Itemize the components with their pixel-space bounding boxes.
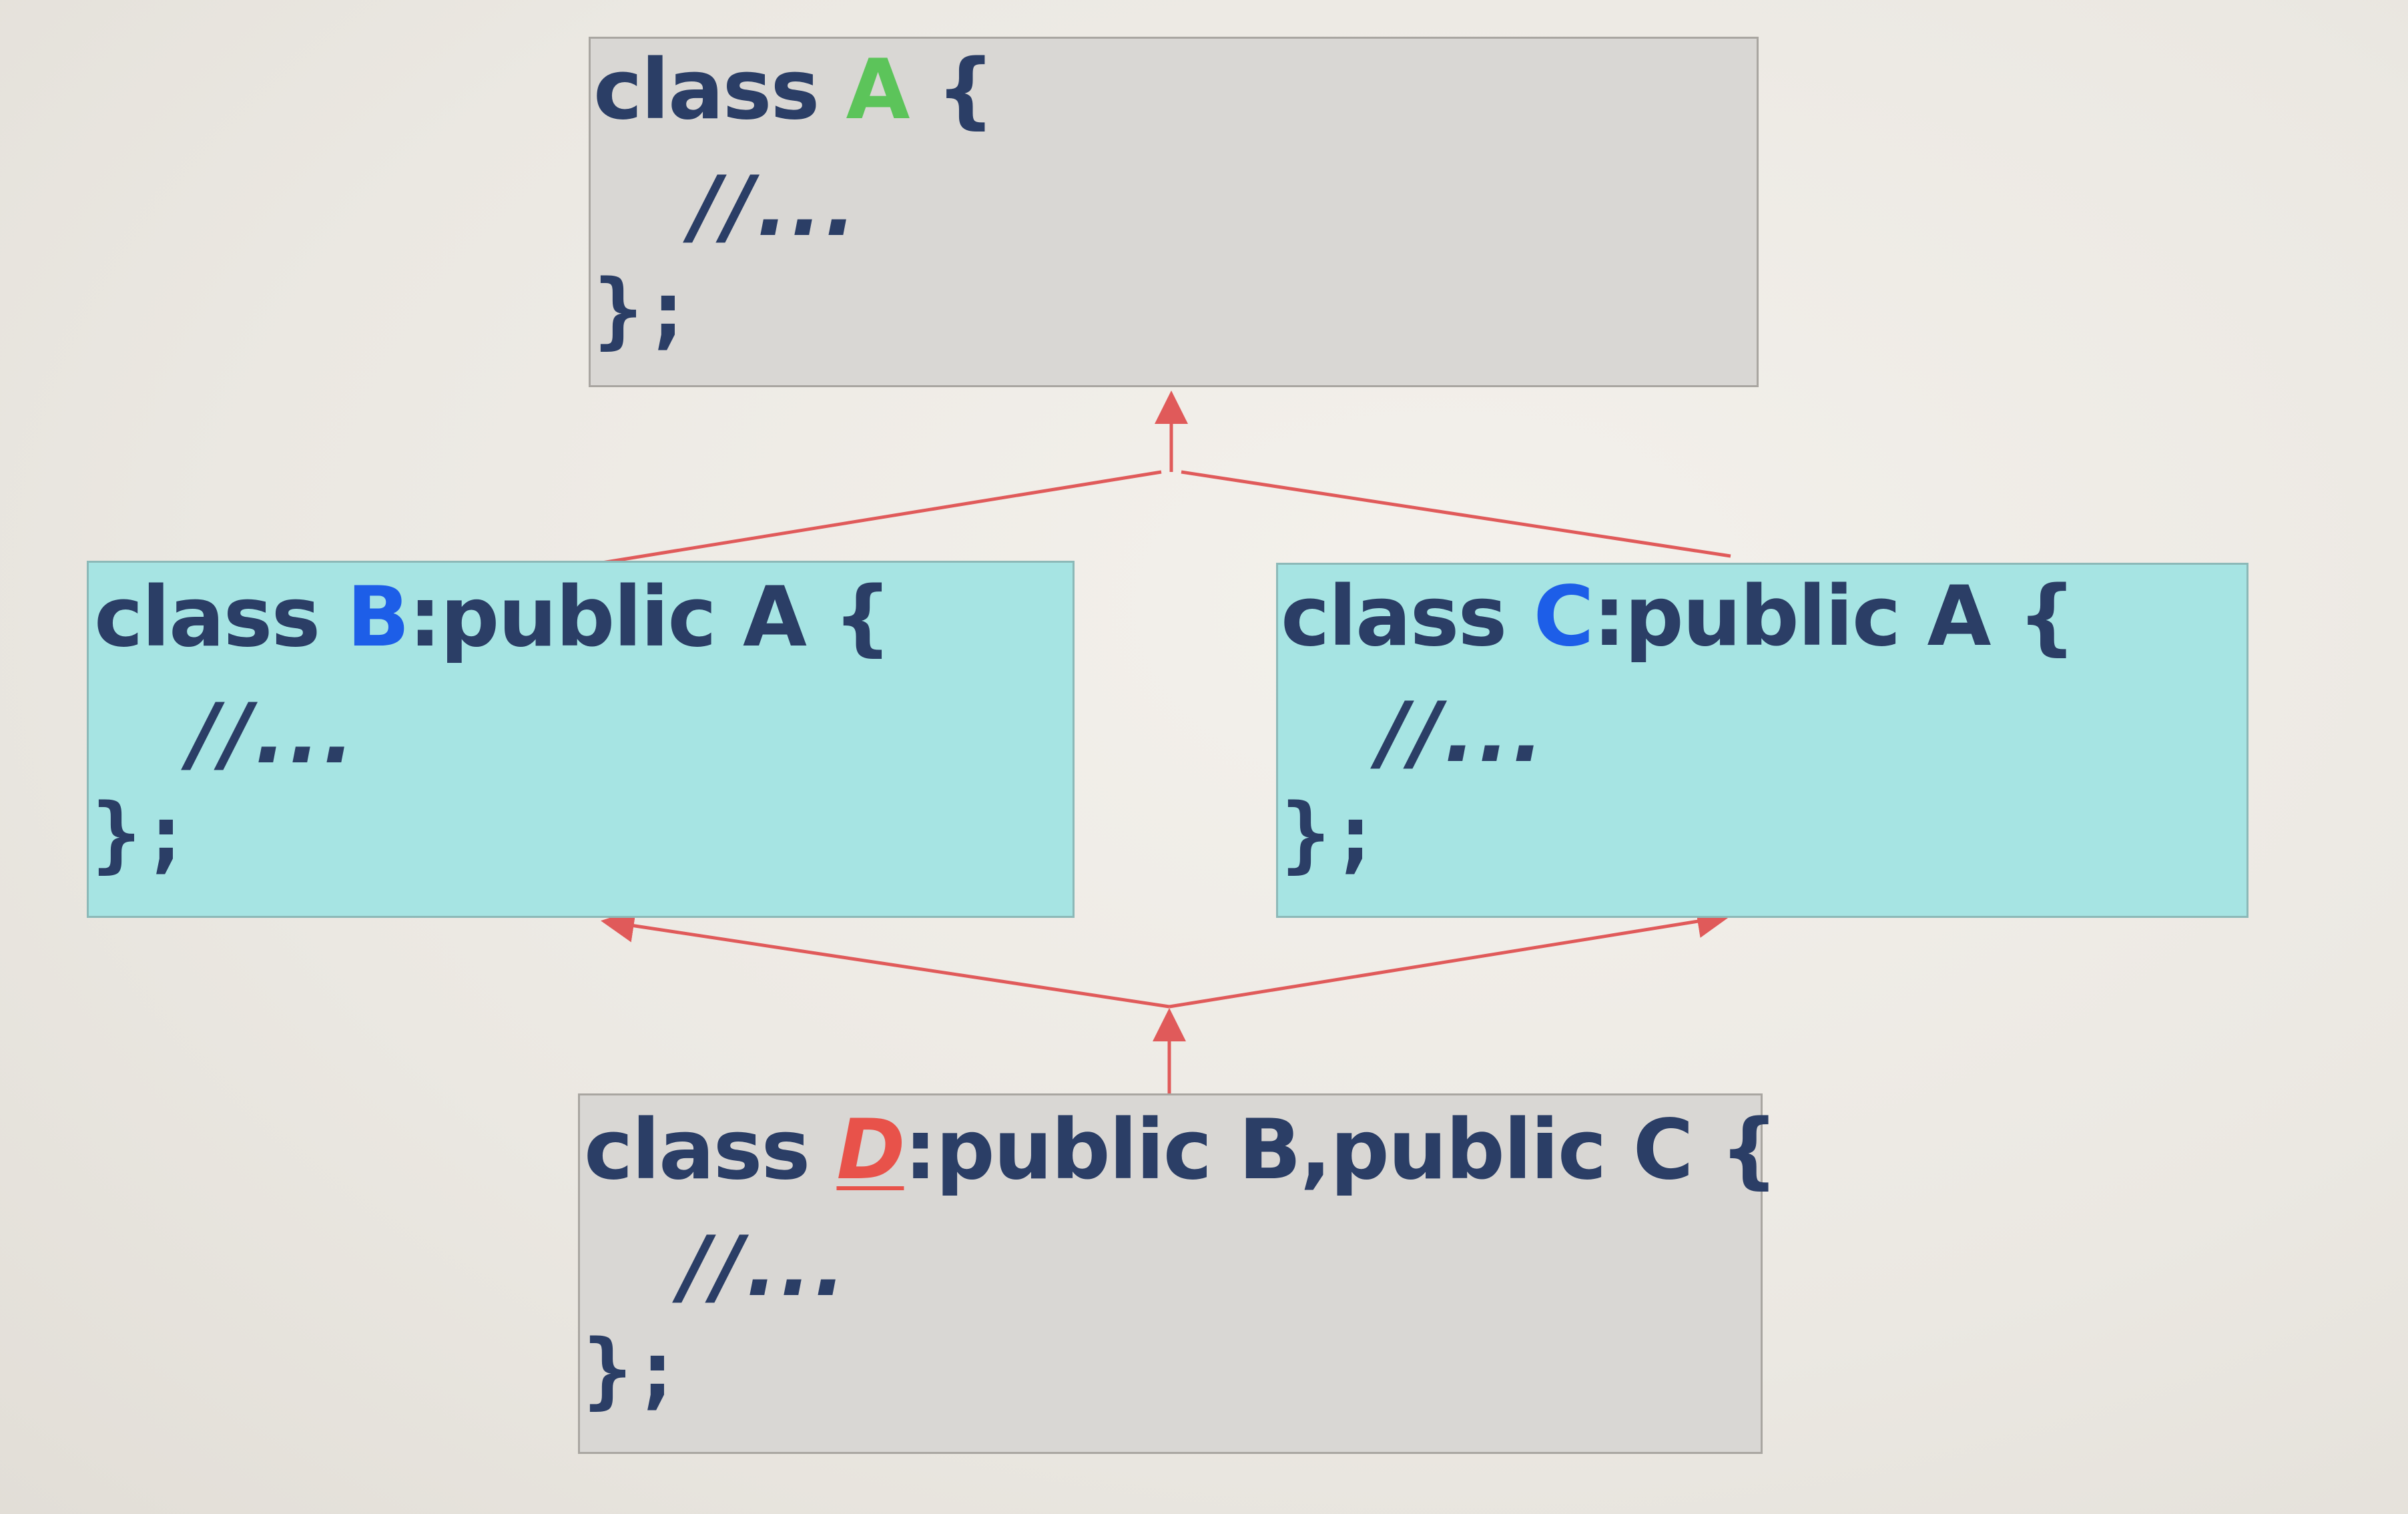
class-c-box: class C:public A { //... }; <box>1276 563 2248 918</box>
keyword-class: class <box>584 1102 810 1198</box>
class-b-rest: :public A { <box>408 569 892 666</box>
class-c-declaration: class C:public A { <box>1281 575 2076 658</box>
class-b-box: class B:public A { //... }; <box>87 561 1075 918</box>
class-b-close: }; <box>91 786 192 882</box>
class-a-comment: //... <box>691 159 859 255</box>
edge-c-to-a <box>1181 470 1731 558</box>
class-c-close: }; <box>1281 786 1381 882</box>
class-d-comment: //... <box>680 1219 848 1315</box>
class-d-box: class D:public B,public C { //... }; <box>578 1093 1779 1454</box>
class-a-rest: { <box>908 42 995 138</box>
keyword-class: class <box>1281 569 1507 665</box>
class-a-declaration: class A { <box>593 49 995 132</box>
class-b-comment: //... <box>189 686 357 782</box>
class-d-rest: :public B,public C { <box>904 1102 1779 1198</box>
class-d-close: }; <box>583 1322 683 1419</box>
class-name-a: A <box>846 42 910 138</box>
class-c-rest: :public A { <box>1592 569 2076 665</box>
class-name-d: D <box>836 1102 905 1198</box>
class-c-comment: //... <box>1378 685 1546 781</box>
keyword-class: class <box>593 42 820 138</box>
class-name-b: B <box>346 569 410 666</box>
edge-d-to-b <box>601 909 1170 1009</box>
class-b-declaration: class B:public A { <box>94 576 892 659</box>
class-d-declaration: class D:public B,public C { <box>584 1109 1779 1192</box>
edge-b-to-a <box>601 470 1162 565</box>
class-a-close: }; <box>593 262 693 358</box>
class-name-c: C <box>1533 569 1594 665</box>
edge-d-to-c <box>1169 905 1731 1009</box>
class-a-box: class A { //... }; <box>589 37 1759 387</box>
keyword-class: class <box>94 569 320 666</box>
